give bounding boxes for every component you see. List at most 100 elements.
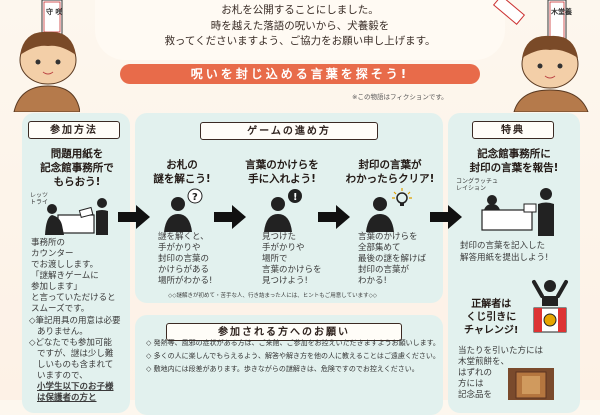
- thinking-person-icon: ?: [164, 188, 203, 232]
- participation-body: 事務所の カウンター でお渡しします。 「謎解きゲームに 参加します」 と言って…: [31, 238, 127, 315]
- step3-body: 言葉のかけらを 全部集めて 最後の謎を解けば 封印の言葉が わかる!: [358, 232, 442, 287]
- participation-body-line: カウンター: [31, 249, 74, 259]
- congrats-line: コングラッチュ: [456, 178, 499, 185]
- arrow-right-icon: [430, 205, 462, 229]
- notice-item: ◇ 多くの人に楽しんでもらえるよう、解答や解き方を他の人に教えることはご遠慮くだ…: [146, 352, 440, 360]
- step3-heading: 封印の言葉が わかったらクリア!: [342, 158, 438, 186]
- step2-heading-line: 手に入れよう!: [248, 173, 316, 185]
- report-counter-illustration: [481, 188, 554, 236]
- step3-heading-line: 封印の言葉が: [358, 159, 422, 171]
- step2-heading: 言葉のかけらを 手に入れよう!: [242, 158, 322, 186]
- step3-body-line: 封印の言葉が: [358, 265, 410, 275]
- left-tag-text: 守 咲: [46, 7, 63, 16]
- winner-line: チャレンジ!: [464, 325, 519, 336]
- step2-body-line: 言葉のかけらを: [262, 265, 322, 275]
- step2-body: 見つけた 手がかりや 場所で 言葉のかけらを 見つけよう!: [262, 232, 342, 287]
- game-title: ゲームの進め方: [200, 122, 378, 140]
- note-line: ですが、謎は少し難: [37, 349, 114, 359]
- step1-icon-glyph: ?: [192, 192, 198, 203]
- step1-heading: お札の 謎を解こう!: [140, 158, 224, 186]
- step1-body-line: 封印の言葉の: [158, 254, 210, 264]
- right-tag-text: 木堂養: [550, 7, 572, 16]
- main-banner: 呪いを封じ込める言葉を探そう!: [120, 64, 480, 84]
- fiction-note: ※この物語はフィクションです。: [352, 93, 448, 101]
- notice-list: ◇ 発熱等、風邪の症状がある方は、ご来館、ご参加をお控えいただきますようお願いし…: [146, 337, 440, 376]
- step1-body-line: かけらがある: [158, 265, 210, 275]
- arrow-right-icon: [118, 205, 150, 229]
- participation-heading: 問題用紙を 記念館事務所で もらおう!: [30, 147, 124, 189]
- participation-body-line: 事務所の: [31, 238, 66, 248]
- step2-body-line: 手がかりや: [262, 243, 305, 253]
- congrats-line: レイション: [456, 185, 487, 192]
- note-line: しいものも含まれて: [37, 360, 114, 370]
- participation-heading-line: 記念館事務所で: [40, 162, 114, 174]
- prize-body-line: 解答用紙を提出しよう!: [460, 253, 549, 263]
- note-line: ◇筆記用具の用意は必要: [29, 316, 121, 326]
- note-line: ◇どなたでも参加可能: [29, 338, 112, 348]
- step1-body-line: 謎を解くと、: [158, 232, 209, 242]
- participation-panel: [22, 113, 130, 413]
- hint-note: ◇◇謎解きが初めて・苦手な人、行き詰まった人には、ヒントもご用意しています◇◇: [168, 293, 378, 299]
- step3-body-line: 最後の謎を解けば: [358, 254, 427, 264]
- lottery-body-line: 木堂煎餅を、: [458, 357, 510, 367]
- discovering-person-icon: !: [264, 189, 302, 232]
- try-label: レッツ トライ: [30, 192, 48, 206]
- note-line: 小学生以下のお子様: [37, 382, 114, 392]
- participation-body-line: でお渡しします。: [31, 260, 99, 270]
- participation-body-line: と言っていただけると: [31, 293, 116, 303]
- participation-body-line: 「謎解きゲームに: [31, 271, 99, 281]
- step2-icon-glyph: !: [293, 192, 298, 203]
- participation-body-line: スムーズです。: [31, 304, 90, 314]
- arrow-right-icon: [318, 205, 350, 229]
- lottery-body-line: 記念品を: [458, 390, 493, 400]
- intro-line-1: お札を公開することにしました。: [221, 4, 379, 16]
- winner-line: 正解者は: [471, 299, 512, 310]
- step3-body-line: 全部集めて: [358, 243, 401, 253]
- note-line: いますので、: [37, 371, 88, 381]
- prize-body: 封印の言葉を記入した 解答用紙を提出しよう!: [460, 240, 578, 264]
- participation-heading-line: 問題用紙を: [50, 148, 104, 160]
- intro-box: お札を公開することにしました。 時を越えた落語の呪いから、犬養毅を 救ってくださ…: [95, 0, 505, 60]
- step1-body-line: 手がかりや: [158, 243, 201, 253]
- participation-title: 参加方法: [28, 121, 120, 139]
- winner-line: くじ引きに: [466, 312, 517, 323]
- prize-heading: 記念館事務所に 封印の言葉を報告!: [452, 147, 576, 175]
- prize-heading-line: 記念館事務所に: [477, 148, 551, 160]
- left-character-illustration: 守 咲: [13, 0, 80, 112]
- step1-heading-line: 謎を解こう!: [153, 173, 211, 185]
- note-line: ありません。: [37, 327, 88, 337]
- try-label-line: レッツ: [30, 192, 49, 199]
- senbei-photo: [508, 368, 554, 400]
- step1-heading-line: お札の: [166, 159, 198, 171]
- intro-line-3: 救ってくださいますよう、ご協力をお願い申し上げます。: [164, 35, 436, 47]
- participation-notes: ◇筆記用具の用意は必要 ありません。 ◇どなたでも参加可能 ですが、謎は少し難 …: [29, 316, 129, 404]
- lottery-challenge: 正解者は くじ引きに チャレンジ!: [464, 298, 518, 337]
- participation-heading-line: もらおう!: [53, 176, 101, 188]
- step1-body: 謎を解くと、 手がかりや 封印の言葉の かけらがある 場所がわかる!: [158, 232, 238, 287]
- step3-body-line: わかる!: [358, 276, 387, 286]
- counter-illustration: [45, 198, 108, 235]
- lottery-body-line: 当たりを引いた方には: [458, 346, 544, 356]
- lottery-body: 当たりを引いた方には 木堂煎餅を、 はずれの 方には 記念品を: [458, 346, 558, 401]
- notice-title: 参加される方へのお願い: [166, 323, 402, 341]
- try-label-line: トライ: [30, 199, 49, 206]
- step2-heading-line: 言葉のかけらを: [245, 159, 319, 171]
- step2-body-line: 見つけよう!: [262, 276, 308, 286]
- step3-heading-line: わかったらクリア!: [345, 173, 435, 185]
- step2-body-line: 場所で: [262, 254, 288, 264]
- step1-body-line: 場所がわかる!: [158, 276, 213, 286]
- participation-body-line: 参加します」: [31, 282, 83, 292]
- step2-body-line: 見つけた: [262, 232, 297, 242]
- arrow-right-icon: [214, 205, 246, 229]
- lottery-box-icon: [532, 280, 568, 333]
- step3-body-line: 言葉のかけらを: [358, 232, 418, 242]
- game-steps-panel: [135, 113, 443, 303]
- prize-panel: [448, 113, 580, 413]
- intro-line-2: 時を越えた落語の呪いから、犬養毅を: [210, 19, 390, 32]
- note-line: は保護者の方と: [37, 393, 97, 403]
- idea-person-icon: [366, 188, 412, 232]
- lottery-body-line: はずれの: [458, 368, 493, 378]
- lottery-body-line: 方には: [458, 379, 484, 389]
- notice-item: ◇ 敷地内には段差があります。歩きながらの謎解きは、危険ですのでお控えください。: [146, 365, 419, 373]
- prize-title: 特典: [472, 121, 554, 139]
